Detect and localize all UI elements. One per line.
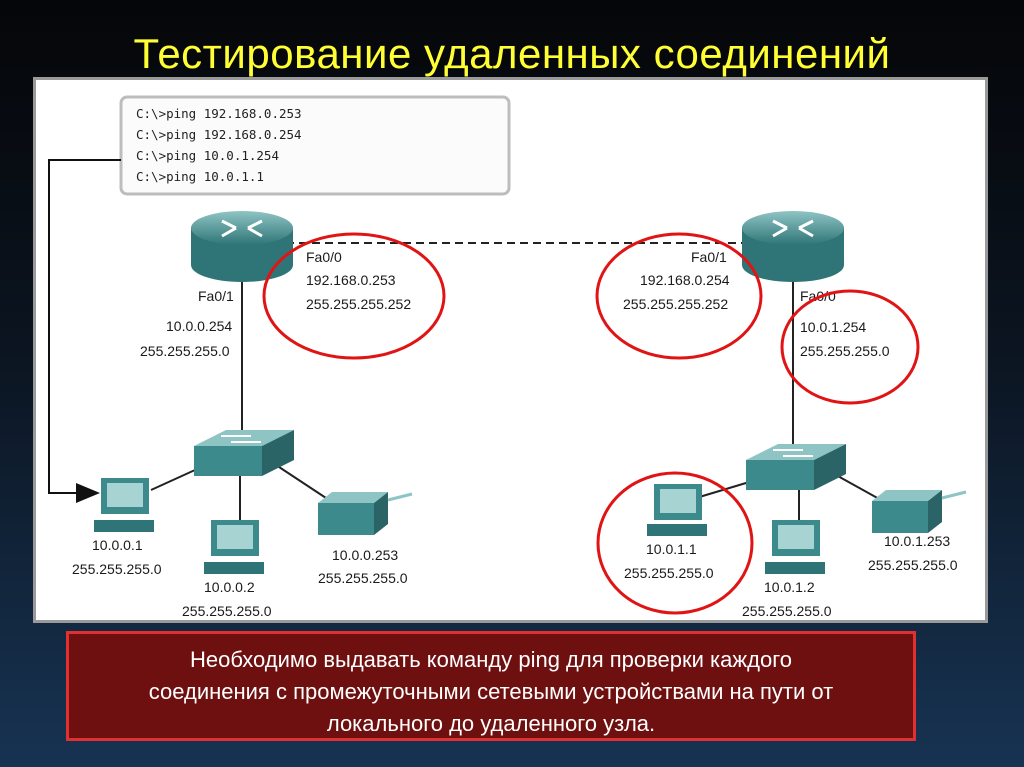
ip-label: 10.0.1.2 [764,579,815,595]
ip-label: 192.168.0.254 [640,272,730,288]
mask-label: 255.255.255.0 [182,603,272,619]
interface-label: Fa0/1 [691,249,727,265]
ip-label: 10.0.1.254 [800,319,866,335]
printer-icon [872,490,967,533]
pc-icon [765,520,825,574]
command-line: C:\>ping 192.168.0.254 [136,127,302,142]
info-line: локального до удаленного узла. [326,711,656,736]
info-line: Необходимо выдавать команду ping для про… [190,647,792,672]
left-switch-icon [194,430,294,476]
info-box: Необходимо выдавать команду ping для про… [66,631,916,741]
right-router-icon [742,211,844,282]
pc-icon [647,484,707,536]
pc-icon [204,520,264,574]
mask-label: 255.255.255.0 [868,557,958,573]
highlight-circle [262,232,446,360]
mask-label: 255.255.255.0 [800,343,890,359]
network-diagram: C:\>ping 192.168.0.253 C:\>ping 192.168.… [33,77,988,623]
ip-label: 10.0.0.254 [166,318,232,334]
mask-label: 255.255.255.0 [742,603,832,619]
right-switch-icon [746,444,846,490]
link [275,464,327,499]
ip-label: 10.0.1.253 [884,533,950,549]
mask-label: 255.255.255.0 [140,343,230,359]
command-line: C:\>ping 10.0.1.254 [136,148,279,163]
mask-label: 255.255.255.0 [72,561,162,577]
command-line: C:\>ping 192.168.0.253 [136,106,302,121]
ip-label: 10.0.1.1 [646,541,697,557]
mask-label: 255.255.255.0 [318,570,408,586]
mask-label: 255.255.255.252 [623,296,728,312]
command-box: C:\>ping 192.168.0.253 C:\>ping 192.168.… [119,95,511,196]
ip-label: 10.0.0.1 [92,537,143,553]
printer-icon [318,492,413,535]
link [835,474,882,501]
ip-label: 192.168.0.253 [306,272,396,288]
highlight-circle [595,232,763,360]
left-router-icon [191,211,293,282]
mask-label: 255.255.255.0 [624,565,714,581]
highlight-circle [596,471,754,615]
mask-label: 255.255.255.252 [306,296,411,312]
command-line: C:\>ping 10.0.1.1 [136,169,264,184]
interface-label: Fa0/1 [198,288,234,304]
interface-label: Fa0/0 [306,249,342,265]
info-line: соединения с промежуточными сетевыми уст… [148,679,834,704]
pc-icon [94,478,154,532]
highlight-circle [780,289,920,405]
ip-label: 10.0.0.2 [204,579,255,595]
command-arrow [48,159,121,503]
topology-svg: C:\>ping 192.168.0.253 C:\>ping 192.168.… [48,95,967,619]
ip-label: 10.0.0.253 [332,547,398,563]
page-title: Тестирование удаленных соединений [133,30,891,77]
